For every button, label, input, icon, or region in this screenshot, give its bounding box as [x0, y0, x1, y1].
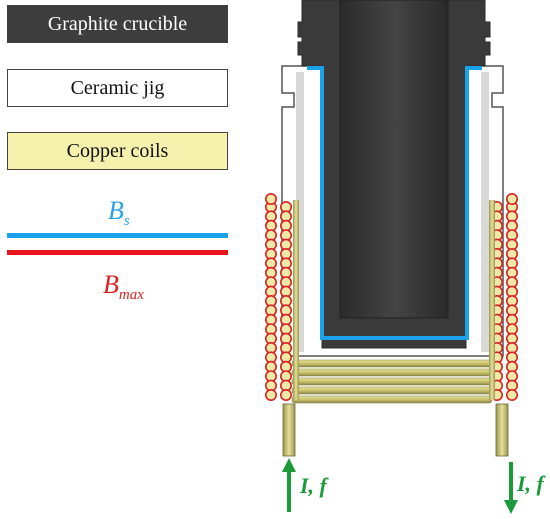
coil-left-stack	[264, 193, 292, 401]
coil-right-stack	[490, 193, 518, 401]
legend-graphite-label: Graphite crucible	[47, 12, 188, 35]
bmax-line	[7, 250, 228, 255]
current-arrow-down	[504, 462, 518, 514]
current-label-right: I, f	[517, 471, 544, 496]
coil-turn	[264, 193, 277, 206]
coil-turn	[505, 193, 518, 206]
coil-bottom-wire	[291, 359, 493, 368]
current-arrow-up	[282, 458, 296, 512]
legend-ceramic-label: Ceramic jig	[70, 76, 165, 99]
ceramic-inner-shade-right	[481, 72, 489, 352]
coil-bottom-wire	[291, 386, 493, 395]
coil-side-wire-right	[489, 200, 495, 400]
coil-bottom-wire	[291, 377, 493, 386]
lead-wire-right	[495, 403, 509, 457]
legend-ceramic-jig: Ceramic jig	[7, 69, 228, 107]
bs-line	[7, 233, 228, 238]
legend-graphite-crucible: Graphite crucible	[7, 5, 228, 43]
coil-bottom-wire	[291, 368, 493, 377]
coil-turn	[279, 388, 292, 401]
ceramic-inner-shade-left	[296, 72, 304, 352]
coil-side-wire-left	[293, 200, 299, 400]
bs-label: Bs	[108, 196, 130, 229]
lead-wire-left	[282, 403, 296, 457]
coil-bottom-bundle	[291, 200, 495, 404]
current-label-left: I, f	[300, 473, 327, 498]
coil-turn	[264, 388, 277, 401]
legend-copper-label: Copper coils	[66, 139, 169, 162]
coil-turn	[505, 388, 518, 401]
bs-field-path	[307, 66, 482, 340]
coil-bottom-wire	[291, 395, 493, 404]
bmax-label: Bmax	[103, 270, 144, 303]
crucible-bore	[339, 0, 449, 319]
legend-copper-coils: Copper coils	[7, 132, 228, 170]
